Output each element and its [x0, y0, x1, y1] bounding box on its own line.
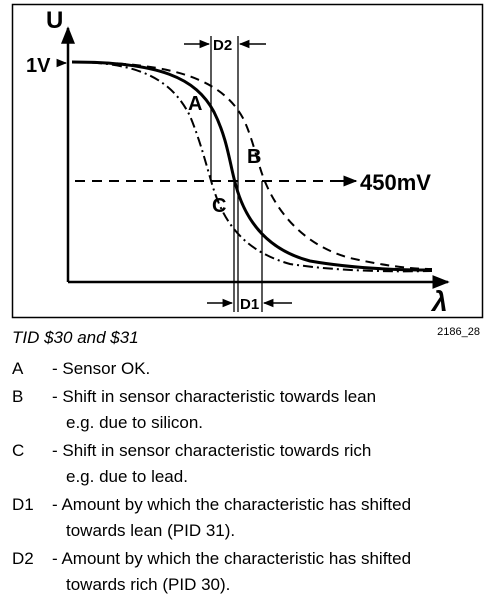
y-axis-label: U — [46, 7, 63, 34]
legend-line: - Amount by which the characteristic has… — [52, 495, 412, 514]
reference-label: 450mV — [360, 170, 431, 195]
legend-line: e.g. due to silicon. — [66, 413, 204, 432]
x-axis-label: λ — [430, 286, 448, 317]
legend-line: e.g. due to lead. — [66, 467, 188, 486]
legend-text: - Shift in sensor characteristic towards… — [52, 438, 371, 490]
legend-line: towards rich (PID 30). — [66, 575, 231, 594]
diagram-frame — [11, 3, 484, 319]
d1-label: D1 — [240, 296, 259, 313]
legend-line: - Amount by which the characteristic has… — [52, 549, 412, 568]
legend-line: towards lean (PID 31). — [66, 521, 236, 540]
curve-label-a: A — [188, 93, 202, 115]
legend: A - Sensor OK. B - Shift in sensor chara… — [12, 356, 482, 600]
legend-text: - Amount by which the characteristic has… — [52, 546, 411, 598]
curve-c-shift-rich — [71, 61, 433, 273]
legend-key: A — [12, 359, 24, 378]
d2-label: D2 — [213, 37, 232, 54]
legend-item-d2: D2 - Amount by which the characteristic … — [12, 546, 482, 598]
legend-line: - Shift in sensor characteristic towards… — [52, 387, 377, 406]
figure-caption: TID $30 and $31 — [12, 328, 139, 347]
curve-label-c: C — [212, 195, 226, 217]
legend-line: - Shift in sensor characteristic towards… — [52, 441, 372, 460]
legend-key: C — [12, 441, 25, 460]
curve-label-b: B — [247, 146, 261, 168]
legend-line: - Sensor OK. — [52, 359, 151, 378]
legend-key: B — [12, 387, 24, 406]
legend-item-a: A - Sensor OK. — [12, 356, 482, 382]
legend-key: D2 — [12, 549, 34, 568]
curve-b-shift-lean — [71, 61, 433, 270]
legend-key: D1 — [12, 495, 34, 514]
y-tick-1v: 1V — [26, 55, 51, 77]
legend-item-d1: D1 - Amount by which the characteristic … — [12, 492, 482, 544]
curve-a-sensor-ok — [71, 60, 433, 272]
figure-id: 2186_28 — [437, 326, 480, 338]
legend-text: - Amount by which the characteristic has… — [52, 492, 411, 544]
legend-text: - Shift in sensor characteristic towards… — [52, 384, 376, 436]
legend-item-c: C - Shift in sensor characteristic towar… — [12, 438, 482, 490]
legend-item-b: B - Shift in sensor characteristic towar… — [12, 384, 482, 436]
legend-text: - Sensor OK. — [52, 356, 150, 382]
sensor-characteristic-diagram: U λ 1V 450mV D2 D1 A B C — [11, 3, 484, 319]
